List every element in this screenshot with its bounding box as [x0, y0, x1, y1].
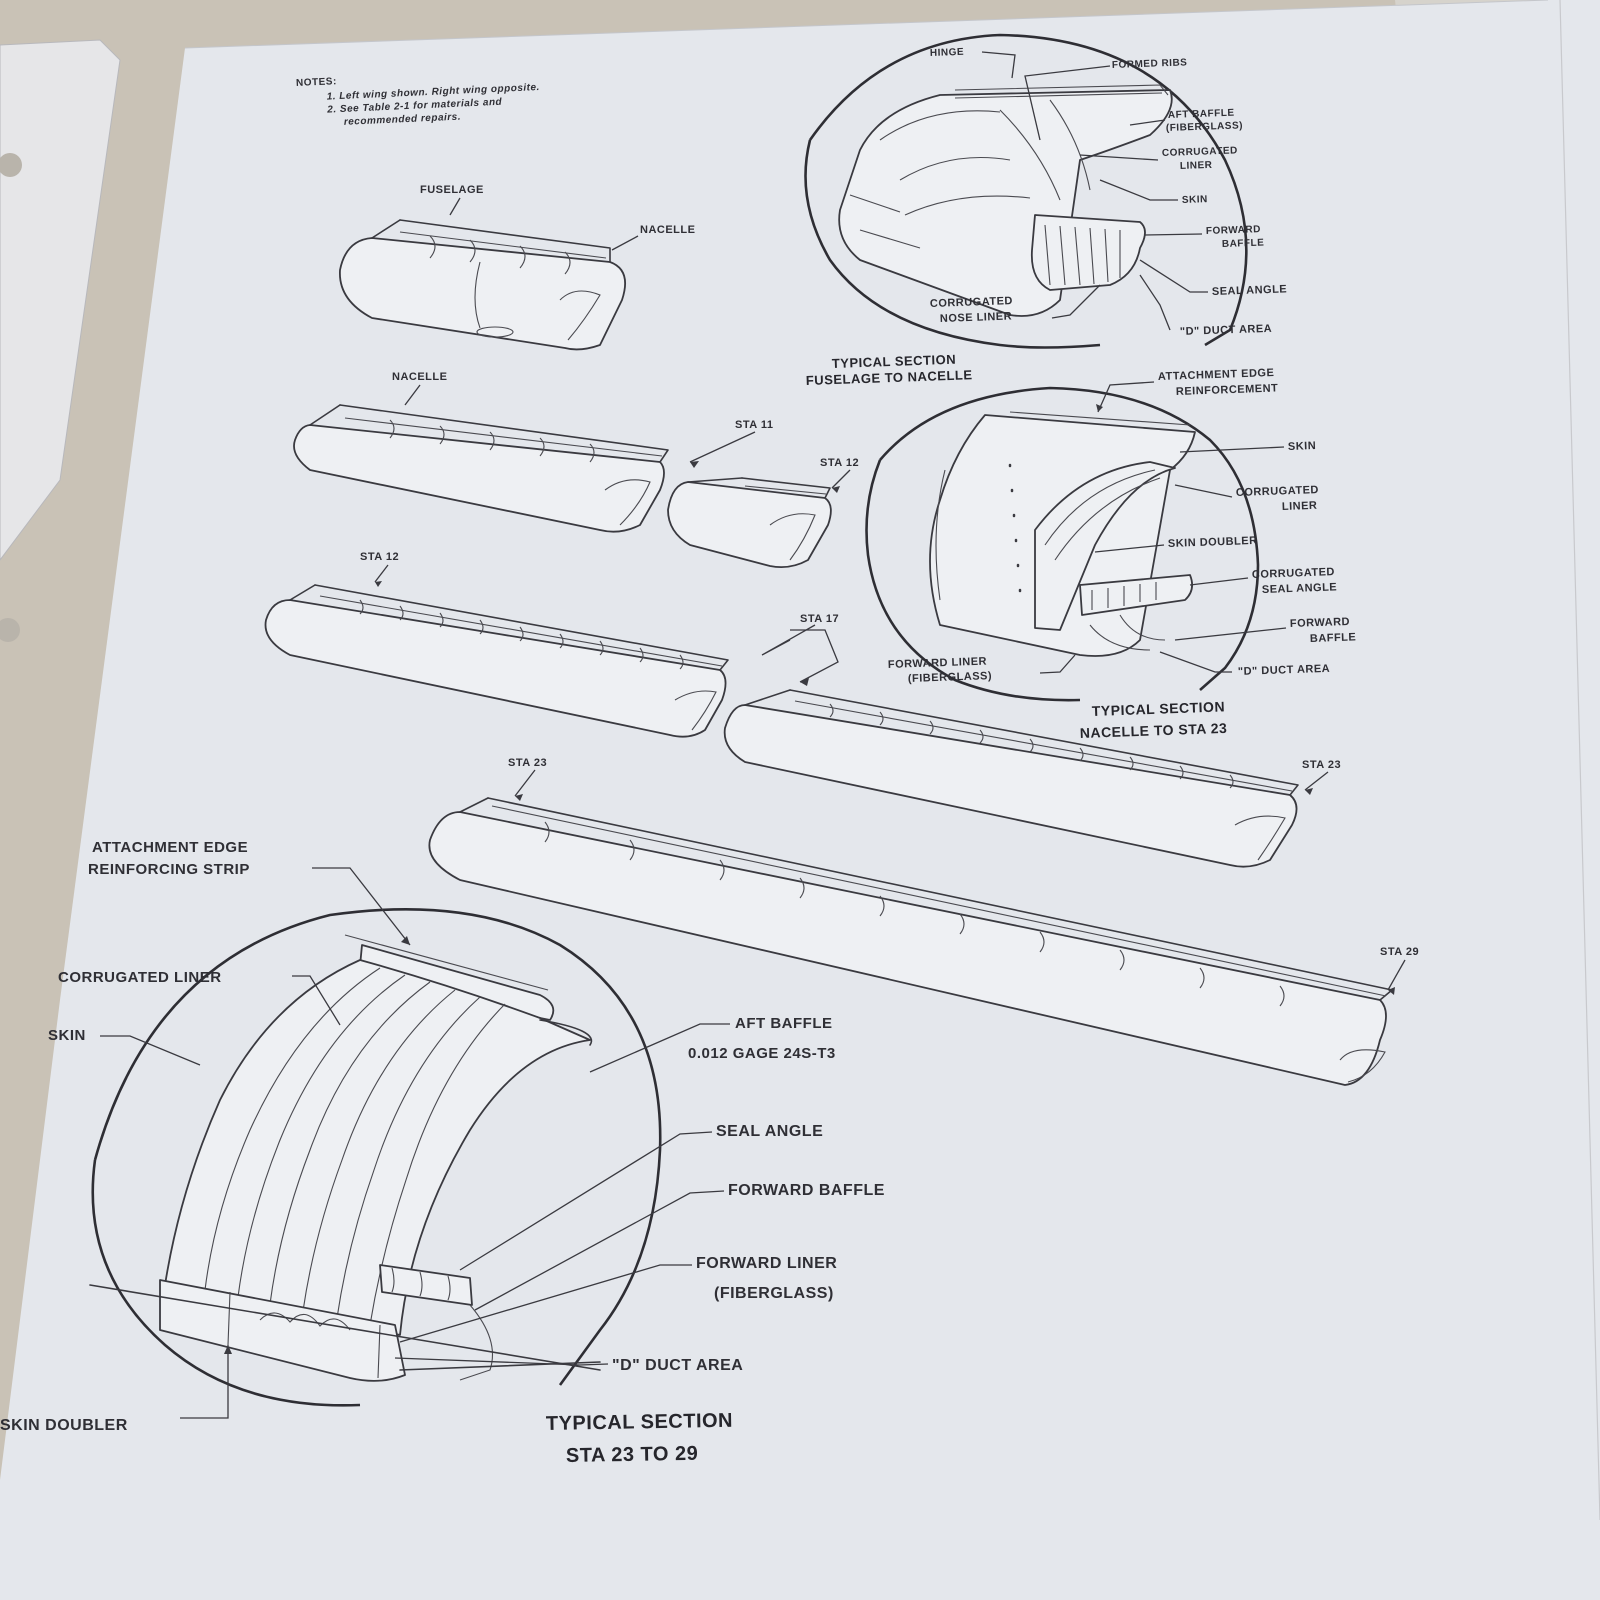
- detail-title-c-2: STA 23 TO 29: [566, 1443, 699, 1467]
- label-skin-doubler-c: SKIN DOUBLER: [0, 1417, 128, 1434]
- label-nacelle-1: NACELLE: [640, 224, 695, 236]
- segment-sta12-sta17: STA 12 STA 17: [264, 551, 839, 738]
- label-forward-liner: FORWARD LINER: [888, 656, 988, 671]
- label-forward-baffle: FORWARD: [1206, 224, 1261, 237]
- label-corrugated-nose-liner-2: NOSE LINER: [940, 310, 1013, 325]
- label-fuselage: FUSELAGE: [420, 184, 484, 196]
- label-nacelle-2: NACELLE: [392, 371, 447, 383]
- label-corrugated-nose-liner: CORRUGATED: [930, 295, 1013, 310]
- label-forward-baffle-b-2: BAFFLE: [1310, 631, 1357, 645]
- segment-sta23-sta29: STA 23 STA 29: [428, 757, 1419, 1086]
- detail-title-b: TYPICAL SECTION: [1092, 698, 1226, 719]
- label-attachment-edge-c-2: REINFORCING STRIP: [88, 861, 250, 878]
- label-d-duct-area-c: "D" DUCT AREA: [612, 1357, 743, 1374]
- detail-fuselage-to-nacelle: HINGE FORMED RIBS AFT BAFFLE (FIBERGLASS…: [804, 33, 1288, 388]
- label-corrugated-liner-2: LINER: [1180, 160, 1213, 172]
- detail-title-b-2: NACELLE TO STA 23: [1080, 720, 1228, 741]
- detail-sta23-to-29: ATTACHMENT EDGE REINFORCING STRIP CORRUG…: [0, 839, 885, 1467]
- label-skin-2: SKIN: [1288, 440, 1317, 453]
- detail-title: TYPICAL SECTION: [832, 352, 957, 371]
- label-d-duct-area: "D" DUCT AREA: [1180, 323, 1273, 338]
- label-attachment-edge: ATTACHMENT EDGE: [1158, 367, 1275, 383]
- label-forward-baffle-2: BAFFLE: [1222, 238, 1265, 250]
- label-corrugated-liner: CORRUGATED: [1162, 145, 1238, 159]
- label-sta-12-a: STA 12: [820, 457, 859, 469]
- label-corrugated-liner-b: CORRUGATED: [1236, 484, 1319, 499]
- label-skin-c: SKIN: [48, 1027, 86, 1044]
- label-aft-baffle-c-2: 0.012 GAGE 24S-T3: [688, 1045, 836, 1062]
- label-sta-23-a: STA 23: [508, 757, 547, 769]
- label-corrugated-seal-angle: CORRUGATED: [1252, 566, 1335, 581]
- label-forward-liner-2: (FIBERGLASS): [908, 670, 993, 685]
- label-aft-baffle-c: AFT BAFFLE: [735, 1015, 832, 1032]
- detail-title-2: FUSELAGE TO NACELLE: [806, 367, 973, 388]
- label-seal-angle-c: SEAL ANGLE: [716, 1123, 823, 1140]
- note-line: recommended repairs.: [344, 112, 462, 128]
- segment-nacelle-sta11: NACELLE STA 11: [293, 371, 773, 533]
- label-sta-17: STA 17: [800, 613, 839, 625]
- label-aft-baffle-material: (FIBERGLASS): [1166, 120, 1243, 134]
- label-seal-angle: SEAL ANGLE: [1212, 283, 1288, 298]
- label-hinge: HINGE: [930, 47, 965, 59]
- segment-fuselage-nacelle: FUSELAGE NACELLE: [339, 184, 695, 351]
- label-sta-29: STA 29: [1380, 946, 1419, 958]
- label-aft-baffle: AFT BAFFLE: [1168, 108, 1235, 121]
- label-forward-liner-c-2: (FIBERGLASS): [714, 1285, 834, 1302]
- label-sta-11: STA 11: [735, 419, 773, 431]
- label-corrugated-seal-angle-2: SEAL ANGLE: [1262, 581, 1338, 596]
- label-sta-23-b: STA 23: [1302, 759, 1341, 771]
- notes-heading: NOTES:: [296, 76, 337, 89]
- binder-hole: [0, 153, 22, 177]
- label-corrugated-liner-b-2: LINER: [1282, 500, 1318, 513]
- label-formed-ribs: FORMED RIBS: [1112, 57, 1188, 71]
- label-forward-baffle-c: FORWARD BAFFLE: [728, 1182, 885, 1199]
- detail-title-c: TYPICAL SECTION: [546, 1410, 734, 1435]
- binder-sheet: [0, 39, 121, 561]
- label-attachment-edge-c: ATTACHMENT EDGE: [92, 839, 248, 856]
- label-skin-doubler: SKIN DOUBLER: [1168, 535, 1258, 550]
- detail-nacelle-to-sta23: ATTACHMENT EDGE REINFORCEMENT SKIN CORRU…: [865, 367, 1357, 741]
- label-forward-liner-c: FORWARD LINER: [696, 1255, 837, 1272]
- binder-hole: [0, 618, 20, 642]
- label-forward-baffle-b: FORWARD: [1290, 616, 1351, 630]
- label-sta-12-b: STA 12: [360, 551, 399, 563]
- segment-sta17-sta23: STA 23: [723, 689, 1341, 868]
- label-d-duct-area-b: "D" DUCT AREA: [1238, 663, 1331, 678]
- segment-sta11-sta12: STA 12: [667, 457, 859, 569]
- label-attachment-edge-2: REINFORCEMENT: [1176, 382, 1279, 398]
- label-corrugated-liner-c: CORRUGATED LINER: [58, 969, 222, 986]
- label-skin: SKIN: [1182, 194, 1208, 206]
